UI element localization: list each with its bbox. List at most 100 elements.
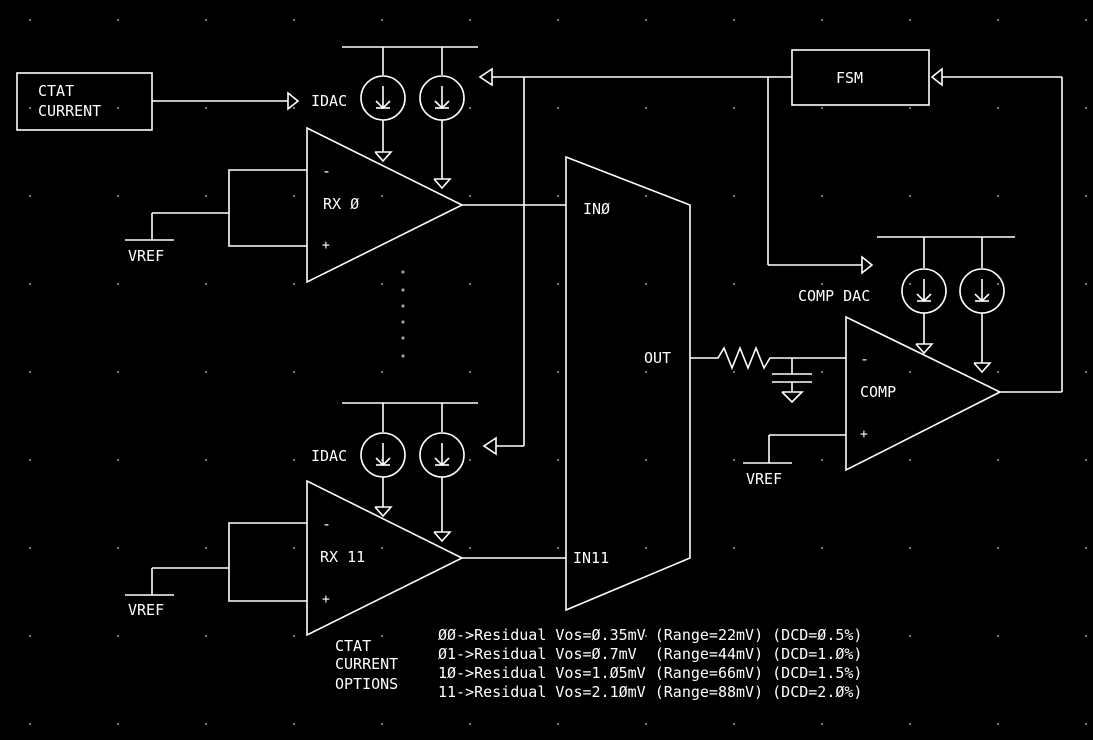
vref-rx0-label: VREF <box>128 247 164 265</box>
grid-dot <box>1085 547 1087 549</box>
grid-dot <box>821 723 823 725</box>
grid-dot <box>29 459 31 461</box>
grid-dot <box>469 635 471 637</box>
grid-dot <box>733 547 735 549</box>
grid-dot <box>29 635 31 637</box>
grid-dot <box>469 459 471 461</box>
grid-dot <box>293 723 295 725</box>
ctat-option-line: Ø1->Residual Vos=Ø.7mV (Range=44mV) (DCD… <box>438 645 862 663</box>
rx0-label: RX Ø <box>323 195 359 213</box>
ctat-option-line: ØØ->Residual Vos=Ø.35mV (Range=22mV) (DC… <box>438 626 862 644</box>
grid-dot <box>205 371 207 373</box>
grid-dot <box>821 283 823 285</box>
fsm-block: FSM <box>478 49 1063 456</box>
grid-dot <box>469 107 471 109</box>
grid-dot <box>557 459 559 461</box>
rx11-label: RX 11 <box>320 548 365 566</box>
grid-dot <box>117 283 119 285</box>
grid-dot <box>909 547 911 549</box>
grid-dot <box>645 195 647 197</box>
grid-dot <box>381 635 383 637</box>
grid-dot <box>469 283 471 285</box>
grid-dot <box>29 723 31 725</box>
grid-dot <box>557 723 559 725</box>
grid-dot <box>733 107 735 109</box>
grid-dot <box>293 195 295 197</box>
grid-dot <box>645 283 647 285</box>
grid-dot <box>469 195 471 197</box>
idac-top-label: IDAC <box>311 92 347 110</box>
grid-dot <box>821 547 823 549</box>
grid-dot <box>909 19 911 21</box>
grid-dot <box>557 547 559 549</box>
ctat-current-label-1: CTAT <box>38 82 74 100</box>
grid-dot <box>205 107 207 109</box>
grid-dot <box>997 723 999 725</box>
grid-dot <box>117 195 119 197</box>
grid-dot <box>733 195 735 197</box>
grid-dot <box>909 107 911 109</box>
grid-dot <box>909 195 911 197</box>
channel-ellipsis <box>401 270 405 358</box>
grid-dot <box>1085 195 1087 197</box>
grid-dot <box>733 283 735 285</box>
grid-dot <box>997 459 999 461</box>
grid-dot <box>117 547 119 549</box>
grid-dot <box>293 19 295 21</box>
grid-dot <box>909 723 911 725</box>
grid-dot <box>117 459 119 461</box>
grid-dot <box>1085 107 1087 109</box>
grid-dot <box>821 371 823 373</box>
grid-dot <box>733 459 735 461</box>
svg-text:+: + <box>322 592 330 607</box>
grid-dot <box>29 371 31 373</box>
ctat-option-line: 11->Residual Vos=2.1ØmV (Range=88mV) (DC… <box>438 683 862 701</box>
grid-dot <box>381 195 383 197</box>
grid-dot <box>645 635 647 637</box>
grid-dot <box>557 195 559 197</box>
grid-dot <box>381 723 383 725</box>
grid-dot <box>117 19 119 21</box>
grid-dot <box>117 107 119 109</box>
grid-dot <box>205 459 207 461</box>
mux-in0-label: INØ <box>583 200 610 218</box>
grid-dot <box>645 459 647 461</box>
grid-dot <box>557 107 559 109</box>
grid-dot <box>733 371 735 373</box>
grid-dot <box>293 107 295 109</box>
grid-dot <box>205 283 207 285</box>
grid-dot <box>997 547 999 549</box>
grid-dot <box>293 547 295 549</box>
comp-dac: COMP DAC <box>798 236 1015 374</box>
grid-dot <box>205 547 207 549</box>
grid-dot <box>821 459 823 461</box>
grid-dot <box>645 107 647 109</box>
rx0-amplifier: - + RX Ø VREF <box>125 126 566 284</box>
grid-dot <box>205 195 207 197</box>
grid-dot <box>469 371 471 373</box>
svg-text:-: - <box>322 515 331 533</box>
grid-dot <box>381 283 383 285</box>
grid-dot <box>469 19 471 21</box>
grid-dot <box>469 723 471 725</box>
rc-filter <box>690 345 846 404</box>
svg-text:-: - <box>322 162 331 180</box>
grid-dot <box>293 635 295 637</box>
grid-dot <box>1085 459 1087 461</box>
idac-bottom: IDAC <box>311 402 478 543</box>
grid-dot <box>645 723 647 725</box>
grid-dot <box>997 371 999 373</box>
grid-dot <box>293 283 295 285</box>
grid-dot <box>909 283 911 285</box>
grid-dot <box>29 547 31 549</box>
grid-dot <box>29 283 31 285</box>
grid-dot <box>1085 635 1087 637</box>
grid-dot <box>821 195 823 197</box>
grid-dot <box>821 635 823 637</box>
ctat-options-title-1: CTAT <box>335 637 371 655</box>
grid-dot <box>997 195 999 197</box>
ctat-options-title-2: CURRENT <box>335 655 398 673</box>
grid-dot <box>1085 723 1087 725</box>
grid-dot <box>909 635 911 637</box>
